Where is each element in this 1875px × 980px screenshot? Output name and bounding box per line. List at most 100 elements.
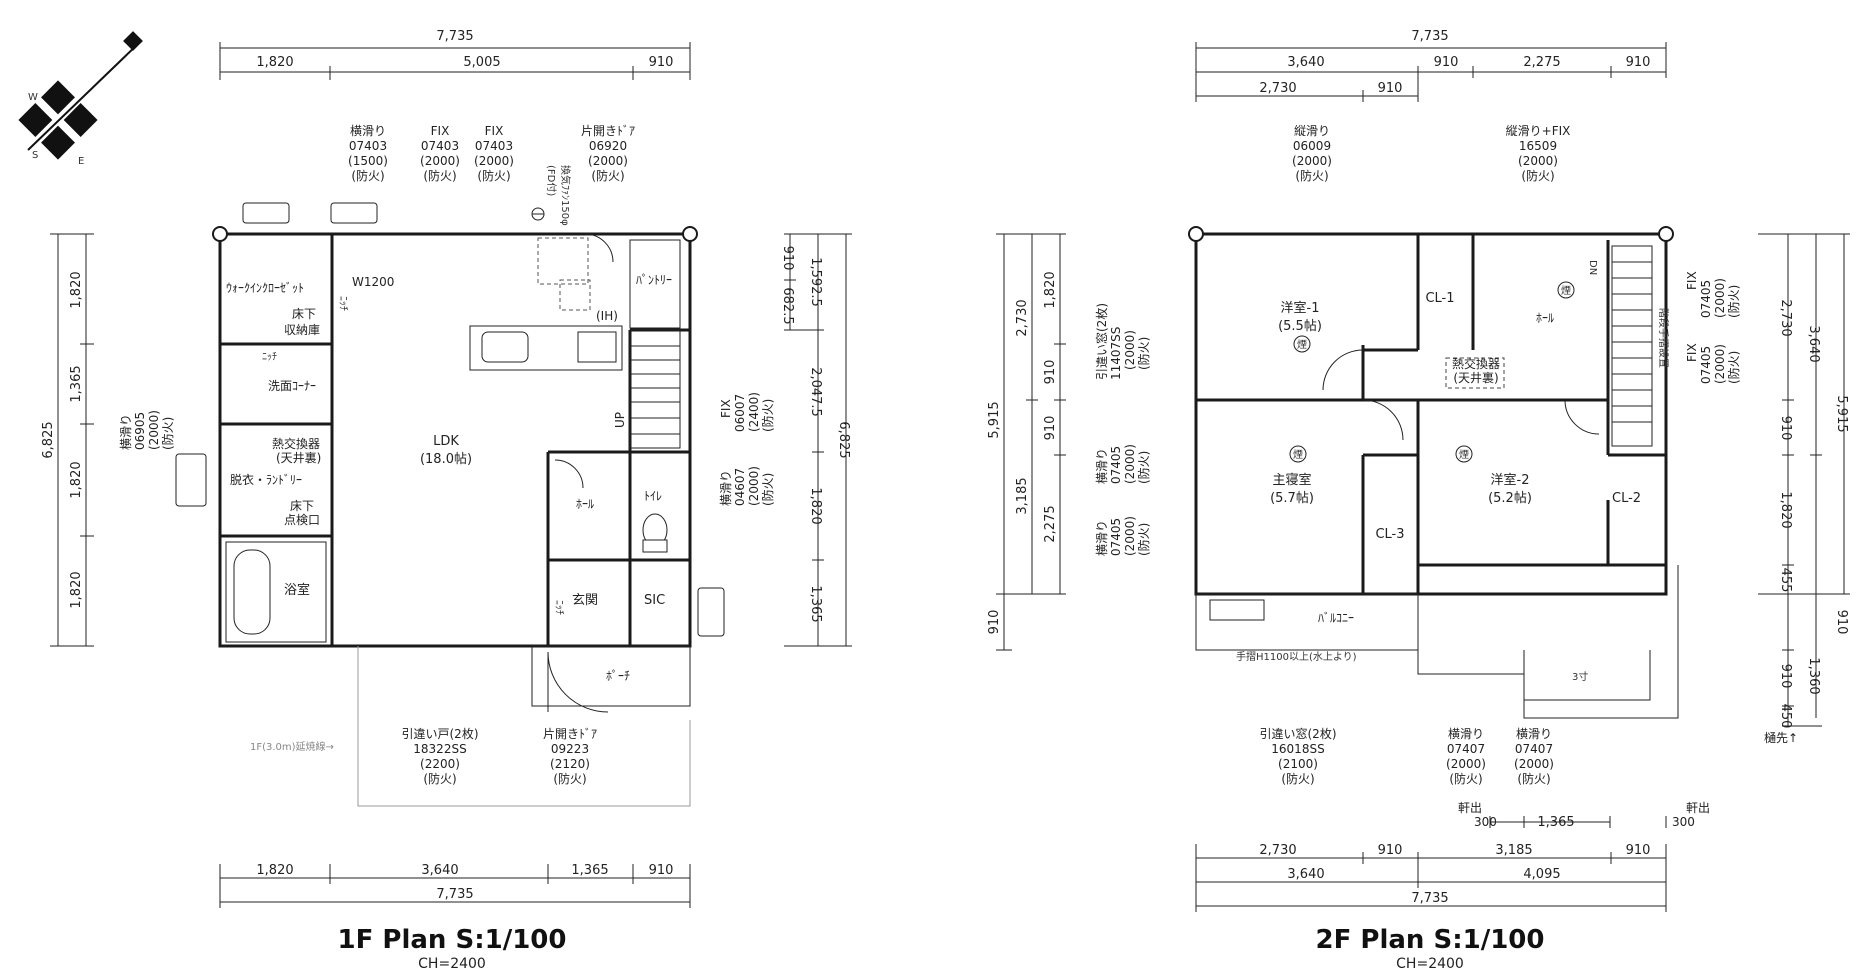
svg-text:(防火): (防火) (1517, 771, 1550, 786)
svg-text:(防火): (防火) (760, 473, 775, 506)
svg-text:07405: 07405 (1109, 518, 1123, 556)
1f-room-toilet: ﾄｲﾚ (644, 489, 662, 503)
1f-room-underfloor-1: 床下 (292, 307, 316, 321)
2f-top-total: 7,735 (1411, 29, 1448, 44)
svg-text:07403: 07403 (349, 139, 387, 153)
svg-text:縦滑り+FIX: 縦滑り+FIX (1506, 124, 1571, 138)
svg-text:07405: 07405 (1699, 346, 1713, 384)
2f-right-note: 樋先↑ (1764, 730, 1798, 745)
1f-room-hrv-1: 熱交換器 (272, 436, 320, 451)
1f-walls (218, 232, 692, 648)
1f-ih: (IH) (596, 309, 618, 323)
2f-balcony (1195, 565, 1679, 719)
svg-text:(防火): (防火) (591, 168, 624, 183)
svg-text:07405: 07405 (1109, 446, 1123, 484)
2f-top-dimensions (1195, 42, 1667, 102)
1f-pantry-box (537, 237, 591, 311)
1f-top-seg-3: 910 (649, 55, 674, 70)
svg-text:(1500): (1500) (348, 154, 388, 168)
svg-text:(2000): (2000) (1518, 154, 1558, 168)
1f-bottom-seg-4: 910 (649, 863, 674, 878)
2f-room-western2: 洋室-2 (1491, 472, 1530, 488)
1f-bottom-dimensions (219, 864, 691, 908)
2f-rail-note: 階段手摺設置 (1657, 308, 1670, 368)
1f-right-total: 6,825 (836, 421, 851, 458)
1f-toilet (642, 513, 668, 553)
svg-text:(防火): (防火) (1521, 168, 1554, 183)
1f-doors (547, 233, 614, 713)
2f-room-balcony: ﾊﾞﾙｺﾆｰ (1318, 611, 1354, 625)
svg-text:(2000): (2000) (588, 154, 628, 168)
2f-bottom-r2-2: 4,095 (1523, 867, 1560, 882)
2f-right-a-3: 1,820 (1778, 491, 1793, 528)
svg-text:(防火): (防火) (1449, 771, 1482, 786)
2f-right-dimensions (1758, 233, 1850, 727)
1f-room-washroom: 洗面ｺｰﾅｰ (268, 379, 316, 393)
2f-room-cl1: CL-1 (1425, 291, 1454, 306)
2f-right-a-4: 455 (1778, 568, 1793, 593)
svg-text:(防火): (防火) (760, 399, 775, 432)
svg-text:横滑り: 横滑り (350, 124, 386, 138)
2f-top-seg-1: 3,640 (1287, 55, 1324, 70)
1f-niche-2: ﾆｯﾁ (262, 352, 277, 363)
2f-bottom-dimensions (1195, 844, 1667, 912)
1f-room-walkin: ｳｫｰｸｲﾝｸﾛｰｾﾞｯﾄ (226, 281, 304, 295)
plan-1f: 7,735 1,820 5,005 910 横滑り 07403 (1500) (… (41, 29, 852, 972)
2f-room-western1-size: (5.5帖) (1278, 319, 1322, 334)
2f-bottom-r1-1: 2,730 (1259, 843, 1296, 858)
2f-left-dimensions (996, 233, 1066, 651)
svg-text:(FD付): (FD付) (545, 165, 558, 196)
1f-bottom-seg-1: 1,820 (256, 863, 293, 878)
1f-ceiling-height: CH=2400 (418, 956, 486, 972)
svg-text:(防火): (防火) (160, 417, 175, 450)
1f-top-seg-1: 1,820 (256, 55, 293, 70)
2f-room-hrv-1: 熱交換器 (1452, 356, 1500, 371)
1f-top-window-labels: 横滑り 07403 (1500) (防火) FIX 07403 (2000) (… (348, 124, 635, 183)
2f-right-b-1: 3,640 (1806, 325, 1821, 362)
2f-eave-right-2: 300 (1672, 815, 1695, 829)
1f-niche-3: ﾆｯﾁ (553, 600, 564, 615)
2f-top2-seg-2: 910 (1378, 81, 1403, 96)
svg-text:(2100): (2100) (1278, 757, 1318, 771)
svg-text:引違い戸(2枚): 引違い戸(2枚) (402, 726, 479, 741)
svg-text:06905: 06905 (133, 412, 147, 450)
svg-text:W: W (28, 92, 38, 103)
svg-text:07403: 07403 (421, 139, 459, 153)
2f-left-total: 5,915 (987, 401, 1002, 438)
svg-text:FIX: FIX (431, 124, 450, 138)
1f-kitchen-counter (469, 325, 623, 371)
svg-text:引違い窓(2枚): 引違い窓(2枚) (1094, 303, 1109, 380)
1f-porch (531, 645, 691, 707)
svg-text:横滑り: 横滑り (1095, 448, 1109, 484)
1f-room-inspection-1: 床下 (290, 499, 314, 513)
svg-text:横滑り: 横滑り (1095, 520, 1109, 556)
1f-left-dimensions (50, 233, 94, 647)
1f-outline-note: 1F(3.0m)延焼線→ (250, 740, 334, 753)
2f-ceiling-height: CH=2400 (1396, 956, 1464, 972)
1f-left-total: 6,825 (41, 421, 56, 458)
2f-right-window-labels: FIX 07405 (2000) (防火) FIX 07405 (2000) (… (1685, 271, 1741, 384)
2f-walls (1194, 232, 1668, 596)
1f-room-laundry: 脱衣・ﾗﾝﾄﾞﾘｰ (230, 472, 302, 487)
svg-text:(2000): (2000) (1514, 757, 1554, 771)
svg-text:(2120): (2120) (550, 757, 590, 771)
2f-plan-title: 2F Plan S:1/100 (1316, 925, 1545, 955)
1f-room-underfloor-2: 収納庫 (284, 323, 320, 337)
2f-doors (1322, 349, 1600, 441)
1f-right-b-1: 1,592.5 (808, 257, 823, 307)
svg-text:横滑り: 横滑り (719, 470, 733, 506)
svg-text:(2000): (2000) (1713, 344, 1727, 384)
2f-room-cl3: CL-3 (1375, 527, 1404, 542)
2f-right-d: 1,360 (1806, 657, 1821, 694)
svg-text:(防火): (防火) (423, 771, 456, 786)
1f-room-inspection-2: 点検口 (284, 513, 320, 527)
1f-room-hall: ﾎｰﾙ (576, 497, 594, 511)
1f-fan-label: (FD付) 換気ﾌｧﾝ150φ (531, 165, 572, 226)
svg-text:(2000): (2000) (747, 466, 761, 506)
1f-right-dimensions (784, 233, 852, 647)
svg-text:煙: 煙 (1561, 285, 1571, 297)
1f-niche-1: ﾆｯﾁ (337, 296, 348, 311)
1f-bottom-seg-2: 3,640 (421, 863, 458, 878)
2f-roof-pitch: 3寸 (1572, 670, 1588, 683)
